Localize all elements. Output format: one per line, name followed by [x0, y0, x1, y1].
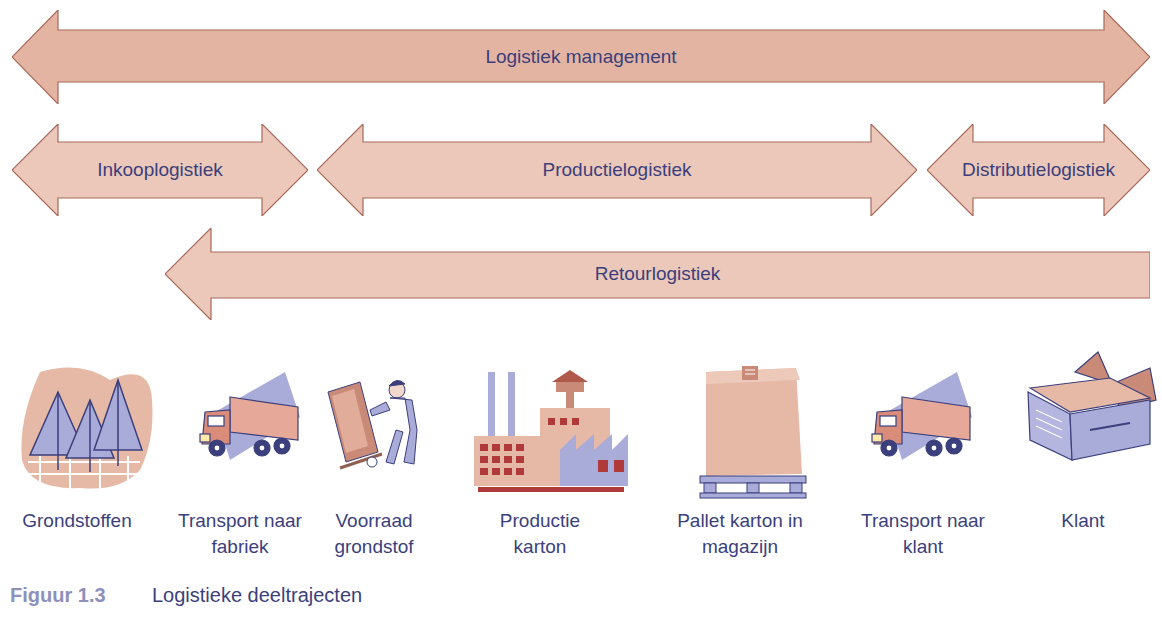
trees-icon — [21, 368, 152, 489]
arrow-outline — [317, 124, 917, 216]
band-label: Productielogistiek — [543, 159, 692, 181]
arrow-band: Logistiek management — [12, 10, 1150, 104]
band-label: Retourlogistiek — [595, 263, 721, 285]
figure-caption: Logistieke deeltrajecten — [152, 584, 362, 607]
band-label: Inkooplogistiek — [97, 159, 223, 181]
truck-icon — [872, 372, 972, 460]
arrow-outline — [927, 124, 1150, 216]
arrow-band: Distributielogistiek — [927, 124, 1150, 216]
truck-icon — [200, 372, 300, 460]
band-label: Logistiek management — [485, 46, 676, 68]
step-label: Klant — [1028, 508, 1138, 534]
step-label: Voorraad grondstof — [324, 508, 424, 559]
arrow-band: Inkooplogistiek — [12, 124, 308, 216]
step-label: Grondstoffen — [2, 508, 152, 534]
figure-number: Figuur 1.3 — [10, 584, 106, 607]
arrow-outline — [12, 124, 308, 216]
step-label: Transport naar fabriek — [178, 508, 303, 559]
arrow-band: Productielogistiek — [317, 124, 917, 216]
arrow-outline — [165, 228, 1150, 320]
hand-truck-icon — [328, 380, 417, 468]
step-label: Pallet karton in magazijn — [672, 508, 808, 559]
factory-icon — [474, 370, 628, 492]
arrow-band: Retourlogistiek — [165, 228, 1150, 320]
open-box-icon — [1028, 352, 1156, 460]
pallet-icon — [700, 366, 806, 498]
step-label: Productie karton — [490, 508, 590, 559]
step-label: Transport naar klant — [861, 508, 986, 559]
arrow-outline — [12, 10, 1150, 104]
band-label: Distributielogistiek — [962, 159, 1115, 181]
